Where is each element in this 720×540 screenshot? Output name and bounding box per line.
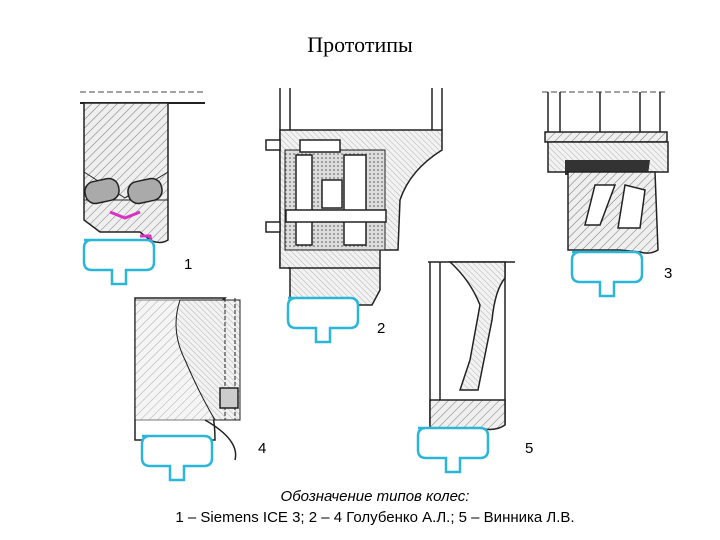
wheel-5-drawing — [416, 261, 515, 474]
label-wheel-1: 1 — [184, 256, 193, 273]
slide-title: Прототипы — [307, 32, 413, 57]
caption-legend: 1 – Siemens ICE 3; 2 – 4 Голубенко А.Л.;… — [175, 509, 575, 526]
label-wheel-3: 3 — [664, 265, 673, 282]
wheel-2-drawing — [265, 88, 443, 344]
label-wheel-4: 4 — [258, 440, 267, 457]
wheel-1-drawing — [80, 91, 205, 286]
wheel-3-drawing — [542, 91, 669, 298]
label-wheel-2: 2 — [377, 320, 386, 337]
caption: Обозначение типов колес: 1 – Siemens ICE… — [0, 486, 720, 528]
label-wheel-5: 5 — [525, 440, 534, 457]
wheel-4-drawing — [134, 297, 241, 482]
caption-heading: Обозначение типов колес: — [280, 488, 470, 505]
